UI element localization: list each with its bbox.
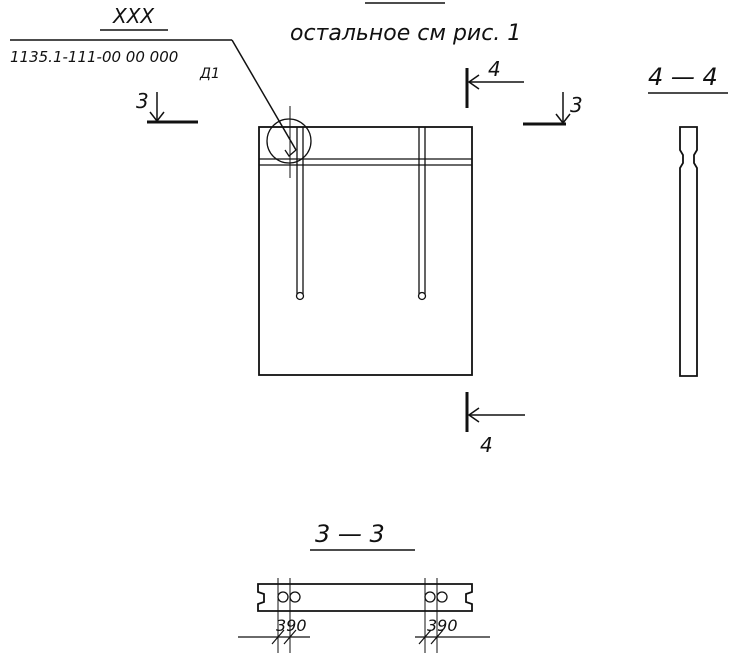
detail-callout: XXX 1135.1-111-00 00 000 Д1 — [10, 4, 297, 151]
section-mark-3-left-label: 3 — [136, 89, 149, 113]
section-mark-3-left-arrowhead — [149, 111, 165, 123]
panel-elevation — [258, 106, 473, 376]
callout-leader — [231, 39, 297, 151]
section-3-3-hole-2 — [289, 591, 301, 603]
panel-outline — [258, 126, 473, 376]
callout-mark: XXX — [112, 4, 155, 28]
section-3-3-tick-1 — [271, 629, 285, 645]
section-mark-3-right-arrowhead — [555, 113, 571, 125]
section-mark-3-left: 3 — [136, 89, 198, 124]
callout-detail-ref: Д1 — [199, 66, 220, 82]
section-3-3-hole-1 — [277, 591, 289, 603]
section-3-3-profile — [257, 583, 473, 612]
section-3-3-tick-4 — [430, 629, 444, 645]
section-mark-4-top: 4 — [465, 57, 524, 108]
section-4-4: 4 — 4 — [648, 63, 728, 377]
section-mark-3-right-label: 3 — [570, 93, 583, 117]
section-3-3-title: 3 — 3 — [315, 520, 385, 548]
section-mark-4-top-label: 4 — [488, 57, 501, 81]
section-3-3-tick-3 — [418, 629, 432, 645]
section-mark-3-right: 3 — [523, 92, 583, 126]
section-3-3-hole-3 — [424, 591, 436, 603]
header-note: остальное см рис. 1 — [290, 21, 521, 46]
callout-document-code: 1135.1-111-00 00 000 — [10, 48, 178, 66]
section-mark-4-bottom-label: 4 — [480, 433, 493, 457]
section-4-4-profile — [679, 126, 698, 377]
section-3-3-dimension-left: 390 — [276, 616, 307, 635]
section-4-4-title: 4 — 4 — [648, 63, 718, 91]
pipe-right-end — [417, 291, 427, 301]
section-3-3-hole-4 — [436, 591, 448, 603]
detail-circle — [266, 118, 312, 164]
section-3-3: 3 — 3 390 390 — [238, 520, 490, 653]
section-3-3-dimension-right: 390 — [427, 616, 458, 635]
section-mark-4-bottom: 4 — [465, 392, 525, 457]
detail-hook — [284, 149, 297, 157]
pipe-left-end — [295, 291, 305, 301]
section-mark-4-top-arrowhead — [467, 74, 480, 90]
section-3-3-tick-2 — [283, 629, 297, 645]
section-mark-4-bottom-arrowhead — [467, 407, 480, 423]
